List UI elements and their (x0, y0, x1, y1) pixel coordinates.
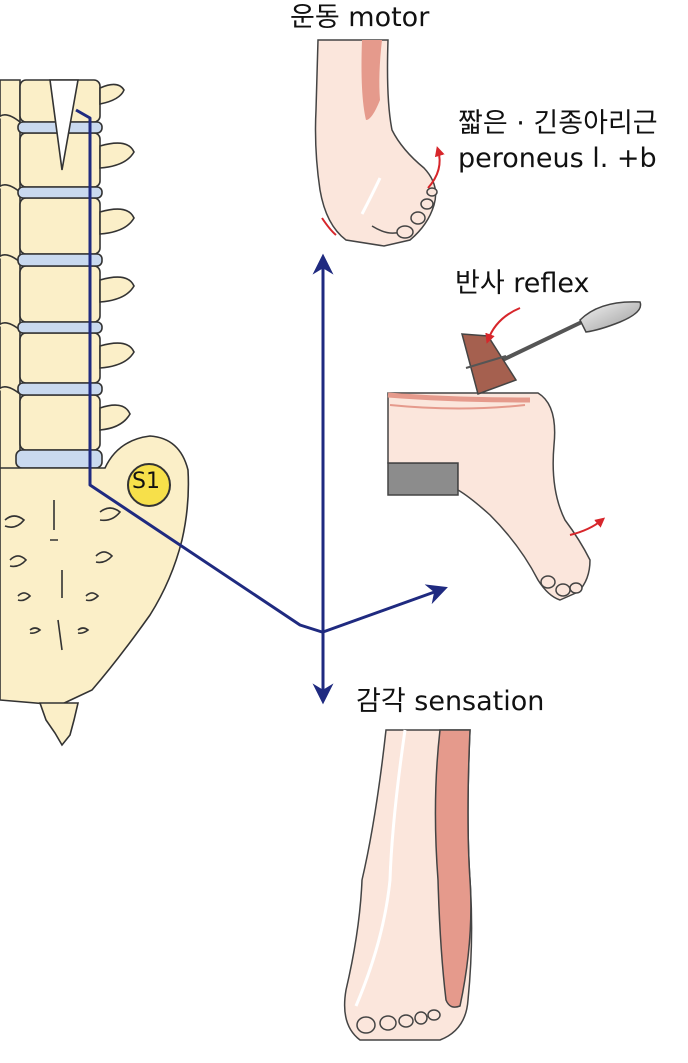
sacral-foramina (4, 500, 122, 651)
conus-medullaris (49, 79, 79, 171)
reflex-arrow (322, 584, 448, 634)
spine (0, 79, 190, 747)
transverse-processes (99, 83, 135, 431)
motor-foot-illustration (314, 39, 445, 247)
sensation-label: 감각 sensation (356, 686, 545, 717)
discs (15, 121, 103, 469)
motor-label: 운동 motor (290, 2, 430, 33)
reflex-hammer (461, 301, 642, 395)
s1-badge-circle (127, 463, 171, 507)
muscle-label-korean: 짧은 · 긴종아리근 (458, 108, 658, 139)
spinous-processes (0, 79, 21, 471)
muscle-label-latin: peroneus l. +b (458, 143, 657, 174)
s1-nerve-path (75, 108, 323, 634)
exam-table (387, 462, 459, 496)
s1-badge-label: S1 (132, 469, 160, 494)
reflex-label: 반사 reflex (455, 268, 590, 299)
sensation-leg-illustration (343, 729, 473, 1041)
coccyx (38, 702, 80, 747)
reflex-illustration (387, 301, 642, 601)
